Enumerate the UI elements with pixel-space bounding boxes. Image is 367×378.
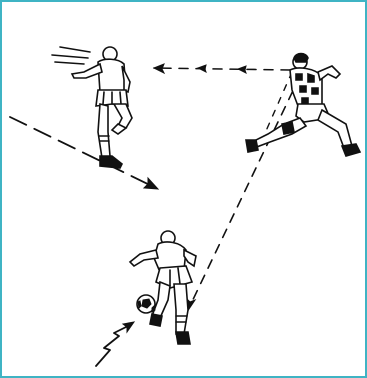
arrowhead-left xyxy=(154,64,164,73)
football-icon xyxy=(137,295,155,313)
player-top-right xyxy=(246,54,360,157)
pass-arrow-top xyxy=(154,64,290,73)
player-top-left xyxy=(52,47,132,168)
pass-arrow-diagonal xyxy=(186,72,300,312)
dribble-path xyxy=(96,322,134,366)
run-arrow-left xyxy=(10,117,158,189)
player-bottom xyxy=(130,231,196,344)
